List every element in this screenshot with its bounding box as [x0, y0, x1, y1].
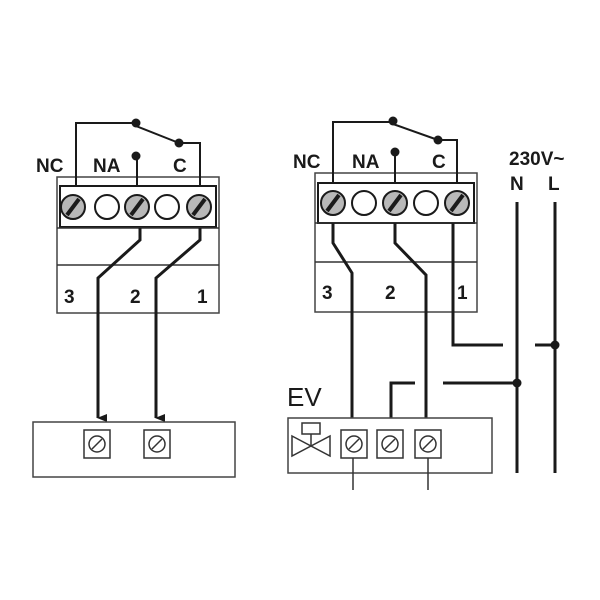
label-c: C: [173, 156, 187, 177]
label-c: C: [432, 152, 446, 173]
neutral-label: N: [510, 174, 524, 195]
screw-terminal-c: [443, 189, 471, 217]
valve-label: EV: [287, 382, 322, 412]
number-1: 1: [197, 287, 208, 308]
wire-na: [96, 228, 142, 422]
right-relay: NC NA C 3 2 1 230V~ N L EV: [287, 116, 564, 490]
line-label: L: [548, 174, 560, 195]
screw-terminal-nc: [319, 189, 347, 217]
screw-terminal-c: [185, 193, 213, 221]
label-na: NA: [93, 156, 121, 177]
label-na: NA: [352, 152, 380, 173]
left-relay: NC NA C 3 2 1: [32, 118, 236, 478]
supply-label: 230V~: [509, 149, 564, 170]
number-2: 2: [385, 283, 396, 304]
wire-na: [393, 223, 428, 430]
screw-terminal-nc: [59, 193, 87, 221]
screw-terminal-na: [123, 193, 151, 221]
number-1: 1: [457, 283, 468, 304]
number-2: 2: [130, 287, 141, 308]
number-3: 3: [322, 283, 333, 304]
valve-icon: [291, 422, 331, 458]
wire-c: [451, 223, 503, 347]
label-nc: NC: [293, 152, 321, 173]
label-nc: NC: [36, 156, 64, 177]
load-box: [32, 421, 236, 478]
wire-nc: [331, 223, 354, 430]
wire-c: [154, 228, 202, 422]
screw-terminal-na: [381, 189, 409, 217]
number-3: 3: [64, 287, 75, 308]
